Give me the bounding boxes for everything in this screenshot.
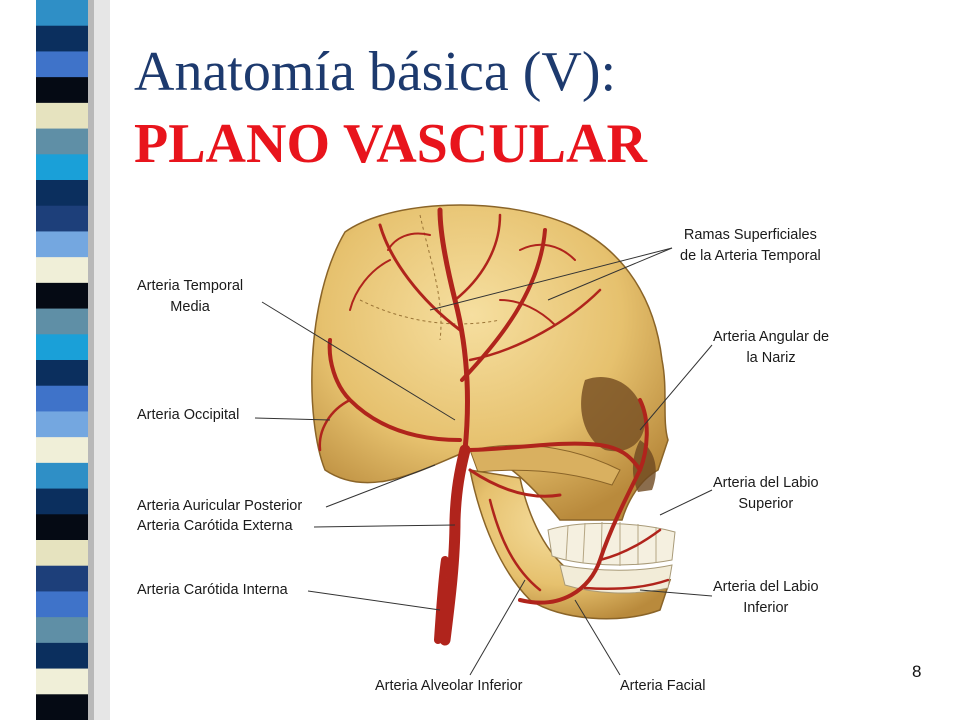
- stripe-block: [36, 437, 88, 464]
- label-auricular-posterior: Arteria Auricular Posterior: [137, 498, 303, 514]
- stripe-block: [36, 617, 88, 644]
- stripe-block: [36, 180, 88, 207]
- label-facial: Arteria Facial: [620, 678, 706, 694]
- stripe-block: [36, 514, 88, 541]
- stripe-block: [36, 25, 88, 52]
- label-carotida-interna: Arteria Carótida Interna: [137, 582, 288, 598]
- stripe-block: [36, 462, 88, 490]
- stripe-block: [36, 488, 88, 515]
- label-alveolar-inferior: Arteria Alveolar Inferior: [375, 678, 523, 694]
- label-labio-inferior: Arteria del Labio Inferior: [713, 579, 819, 616]
- stripe-block: [36, 77, 88, 104]
- stripe-block: [36, 0, 88, 27]
- stripe-block: [36, 257, 88, 284]
- slide-subtitle: PLANO VASCULAR: [134, 113, 647, 175]
- stripe-block: [36, 591, 88, 618]
- stripe-block: [36, 642, 88, 670]
- stripe-block: [36, 385, 88, 412]
- stripe-block: [36, 360, 88, 387]
- stripe-block: [36, 668, 88, 695]
- label-carotida-externa: Arteria Carótida Externa: [137, 518, 293, 534]
- stripe-block: [36, 540, 88, 567]
- stripe-block: [36, 128, 88, 155]
- decorative-stripe: [0, 0, 110, 720]
- stripe-block: [36, 102, 88, 130]
- skull-mandible: [469, 469, 672, 620]
- label-temporal-media: Arteria Temporal Media: [137, 278, 244, 315]
- stripe-block: [36, 154, 88, 181]
- stripe-block: [36, 334, 88, 361]
- stripe-block: [36, 282, 88, 310]
- label-occipital: Arteria Occipital: [137, 407, 240, 423]
- slide-title: Anatomía básica (V):: [134, 41, 617, 103]
- stripe-block: [36, 411, 88, 438]
- skull-orbit: [581, 376, 645, 452]
- stripe-block: [36, 51, 88, 78]
- label-labio-superior: Arteria del Labio Superior: [713, 475, 819, 512]
- stripe-block: [36, 231, 88, 258]
- stripe-block: [36, 205, 88, 232]
- stripe-block: [36, 694, 88, 720]
- page-number: 8: [912, 662, 922, 681]
- skull-upper-teeth: [547, 522, 676, 566]
- skull-cranium: [311, 204, 669, 521]
- label-angular-nariz: Arteria Angular de la Nariz: [713, 329, 830, 366]
- label-ramas-superficiales: Ramas Superficiales de la Arteria Tempor…: [680, 227, 821, 264]
- skull-nasal: [632, 440, 656, 492]
- stripe-block: [36, 308, 88, 335]
- stripe-block: [36, 565, 88, 592]
